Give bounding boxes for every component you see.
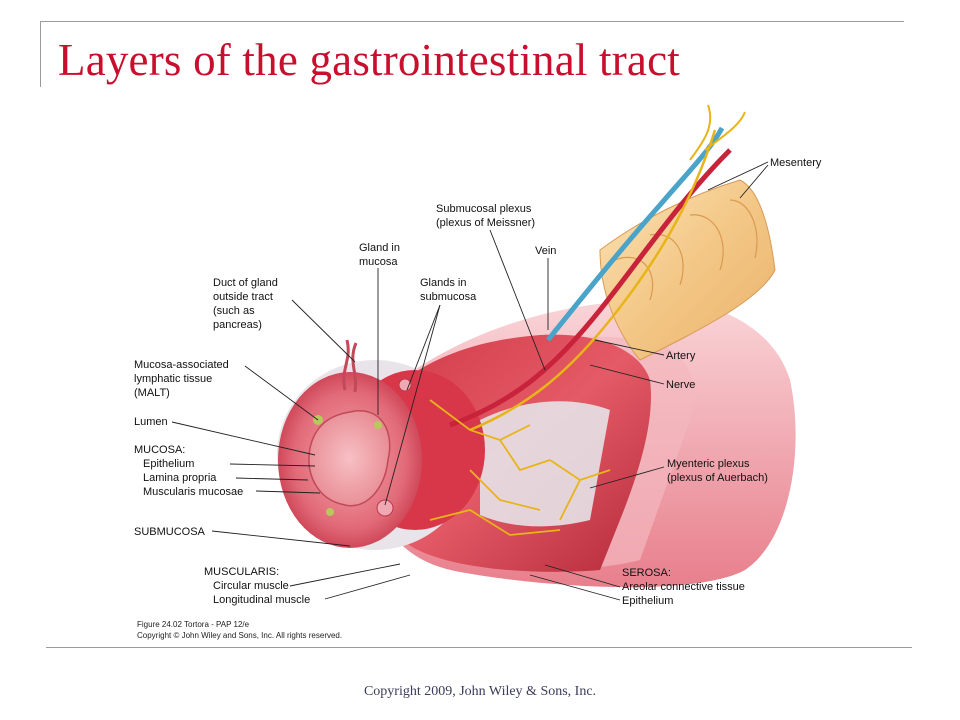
leader-lamina-propria [235,477,309,481]
leader-epithelium [229,463,316,467]
label-epithelium: Epithelium [143,458,194,470]
label-myenteric-2: (plexus of Auerbach) [667,472,768,484]
plexus-network [429,399,611,536]
frame-top-line [40,21,904,22]
label-malt-3: (MALT) [134,387,170,399]
nerve-branch [689,104,746,161]
leader-areolar [544,564,621,588]
leader-artery [594,339,665,356]
label-circular-muscle: Circular muscle [213,580,289,592]
leader-glands-submucosa-2 [406,304,441,391]
duct [342,339,358,393]
label-longitudinal-muscle: Longitudinal muscle [213,594,310,606]
frame-left-line [40,21,41,87]
label-submucosal-plexus-2: (plexus of Meissner) [436,217,535,229]
submucosa-cut-surface [480,401,610,527]
figure-caption-2: Copyright © John Wiley and Sons, Inc. Al… [137,631,342,640]
leader-lumen [171,421,316,456]
leader-mesentery-2 [739,164,769,199]
frame-bottom-line [46,647,912,648]
leader-submucosal-plexus [489,229,546,371]
leader-circular-muscle [289,563,401,587]
label-lamina-propria: Lamina propria [143,472,217,484]
label-mucosa: MUCOSA: [134,444,185,456]
leader-duct [291,299,356,363]
label-glands-submucosa-2: submucosa [420,291,477,303]
leader-mesentery-1 [707,161,769,191]
leader-nerve [589,364,665,385]
cross-section [277,339,485,550]
label-nerve: Nerve [666,379,695,391]
leader-serosa-epithelium [529,574,621,601]
nerve-fiber [469,129,717,432]
figure-caption-1: Figure 24.02 Tortora - PAP 12/e [137,620,250,629]
leader-malt [244,365,319,421]
malt-nodule [326,508,334,516]
label-glands-submucosa-1: Glands in [420,277,466,289]
label-artery: Artery [666,350,696,362]
label-malt-1: Mucosa-associated [134,359,229,371]
label-lumen: Lumen [134,416,168,428]
label-submucosal-plexus-1: Submucosal plexus [436,203,532,215]
leader-muscularis-mucosae [255,490,321,494]
label-duct-3: (such as [213,305,255,317]
label-muscularis: MUSCULARIS: [204,566,279,578]
label-duct-4: pancreas) [213,319,262,331]
leader-myenteric [589,466,665,489]
malt-nodule [374,421,382,429]
vein-vessel [546,126,725,342]
label-gland-in-mucosa-2: mucosa [359,256,398,268]
label-malt-2: lymphatic tissue [134,373,212,385]
leader-lines [171,161,769,601]
leader-glands-submucosa-1 [384,304,441,506]
label-myenteric-1: Myenteric plexus [667,458,750,470]
vessels [429,104,746,536]
fat-texture [614,199,758,301]
label-serosa-epithelium: Epithelium [622,595,673,607]
label-mesentery: Mesentery [770,157,822,169]
label-serosa: SEROSA: [622,567,671,579]
lumen [308,410,391,507]
label-duct-1: Duct of gland [213,277,278,289]
label-vein: Vein [535,245,556,257]
label-muscularis-mucosae: Muscularis mucosae [143,486,243,498]
slide-title: Layers of the gastrointestinal tract [58,35,680,85]
diagram-labels: Mesentery Submucosal plexus (plexus of M… [134,157,822,640]
slide-footer: Copyright 2009, John Wiley & Sons, Inc. [363,684,597,699]
label-submucosa: SUBMUCOSA [134,526,206,538]
label-duct-2: outside tract [213,291,273,303]
leader-submucosa [211,530,351,547]
label-gland-in-mucosa-1: Gland in [359,242,400,254]
leader-longitudinal-muscle [324,574,411,600]
label-areolar: Areolar connective tissue [622,581,745,593]
submucosal-gland [376,499,394,517]
